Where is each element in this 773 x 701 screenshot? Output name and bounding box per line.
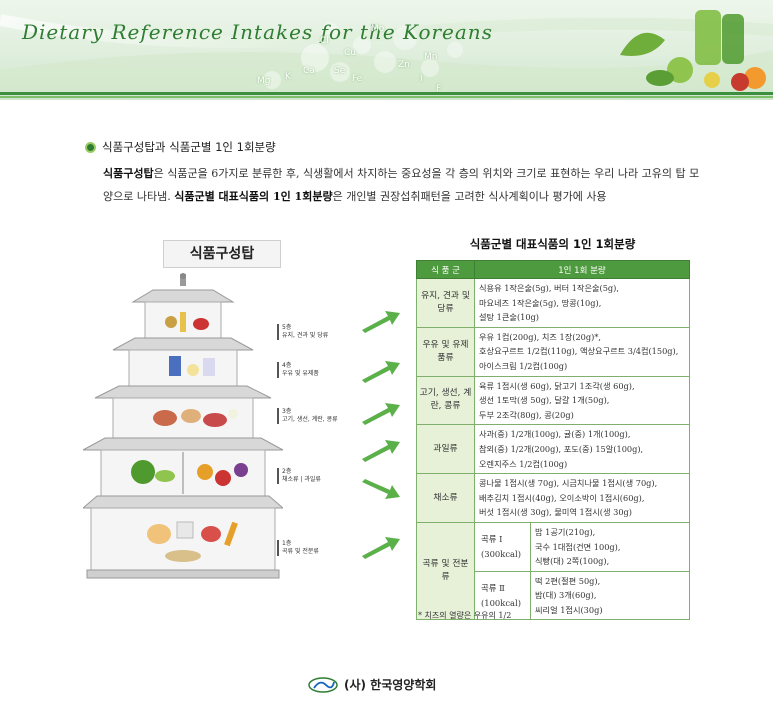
element-symbol: Ca xyxy=(303,66,315,76)
food-group-cell: 유지, 견과 및 당류 xyxy=(416,278,475,328)
footer: (사) 한국영양학회 xyxy=(308,676,436,693)
section-heading-text: 식품구성탑과 식품군별 1인 1회분량 xyxy=(102,140,276,154)
element-symbol: Cu xyxy=(344,48,356,58)
element-symbol: F xyxy=(436,84,442,94)
serving-size-table: 식 품 군 1인 1회 분량 유지, 견과 및 당류 식용유 1작은술(5g),… xyxy=(416,260,690,621)
serving-cell: 사과(중) 1/2개(100g), 귤(중) 1개(100g),참외(중) 1/… xyxy=(474,424,690,475)
arrow-icon xyxy=(362,311,400,333)
society-logo-icon xyxy=(308,676,338,693)
arrow-icon xyxy=(362,537,400,559)
arrow-icon xyxy=(362,479,400,499)
table-row: 채소류 콩나물 1접시(생 70g), 시금치나물 1접시(생 70g),배추김… xyxy=(416,473,690,523)
element-symbol: I xyxy=(420,74,423,84)
col-header-serving: 1인 1회 분량 xyxy=(474,260,690,279)
description-paragraph: 식품구성탑은 식품군을 6가지로 분류한 후, 식생활에서 차지하는 중요성을 … xyxy=(103,163,703,208)
banner-decoration xyxy=(0,10,773,92)
element-symbol: Mn xyxy=(424,52,438,62)
table-row: 유지, 견과 및 당류 식용유 1작은술(5g), 버터 1작은술(5g),마요… xyxy=(416,278,690,328)
table-row: 우유 및 유제품류 우유 1컵(200g), 치즈 1장(20g)*,호상요구르… xyxy=(416,326,690,377)
banner-divider-light xyxy=(0,96,773,98)
element-symbol: Cl xyxy=(320,36,329,46)
serving-cell: 우유 1컵(200g), 치즈 1장(20g)*,호상요구르트 1/2컵(110… xyxy=(474,326,690,377)
food-group-cell: 과일류 xyxy=(416,424,475,475)
col-header-group: 식 품 군 xyxy=(416,260,475,279)
element-symbol: Se xyxy=(334,66,346,76)
footnote: * 치즈의 열량은 우유의 1/2 xyxy=(418,611,512,620)
food-group-cell: 우유 및 유제품류 xyxy=(416,326,475,377)
element-symbol: Zn xyxy=(398,60,410,70)
table-title: 식품군별 대표식품의 1인 1회분량 xyxy=(469,237,636,251)
arrow-icon xyxy=(362,361,400,383)
pyramid-title: 식품구성탑 xyxy=(163,240,281,268)
table-row: 과일류 사과(중) 1/2개(100g), 귤(중) 1개(100g),참외(중… xyxy=(416,424,690,475)
para-text-2: 은 개인별 권장섭취패턴을 고려한 식사계획이나 평가에 사용 xyxy=(332,189,607,203)
food-group-cell: 채소류 xyxy=(416,473,475,523)
arrow-icon xyxy=(362,440,400,462)
banner-title: Dietary Reference Intakes for the Korean… xyxy=(22,20,493,44)
subgroup-cell: 곡류 Ⅱ(100kcal) xyxy=(474,570,531,621)
subgroup-cell: 곡류 Ⅰ(300kcal) xyxy=(474,521,531,572)
serving-cell: 밥 1공기(210g),국수 1대접(건면 100g),식빵(대) 2쪽(100… xyxy=(530,521,690,572)
element-symbol: Fe xyxy=(352,74,363,84)
food-pyramid-illustration xyxy=(83,273,283,579)
serving-cell: 육류 1접시(생 60g), 닭고기 1조각(생 60g),생선 1토막(생 5… xyxy=(474,375,690,426)
table-row: 고기, 생선, 계란, 콩류 육류 1접시(생 60g), 닭고기 1조각(생 … xyxy=(416,375,690,426)
element-symbol: K xyxy=(285,72,291,82)
serving-cell: 떡 2편(절편 50g),밤(대) 3개(60g),씨리얼 1접시(30g) xyxy=(530,570,690,621)
table-row: 곡류 Ⅱ(100kcal) 떡 2편(절편 50g),밤(대) 3개(60g),… xyxy=(417,570,690,621)
element-symbol: Mo xyxy=(371,24,385,34)
food-group-cell: 곡류 및 전분류 xyxy=(416,521,475,621)
serving-cell: 식용유 1작은술(5g), 버터 1작은술(5g),마요네즈 1작은술(5g),… xyxy=(474,278,690,328)
bullet-icon xyxy=(85,141,96,153)
serving-cell: 콩나물 1접시(생 70g), 시금치나물 1접시(생 70g),배추김치 1접… xyxy=(474,473,690,523)
organization-name: (사) 한국영양학회 xyxy=(344,678,437,692)
element-symbol: Mg xyxy=(257,76,271,86)
para-term-serving: 식품군별 대표식품의 1인 1회분량 xyxy=(174,189,333,203)
banner-divider xyxy=(0,92,773,95)
table-row: 곡류 및 전분류 곡류 Ⅰ(300kcal) 밥 1공기(210g),국수 1대… xyxy=(416,521,690,621)
food-group-cell: 고기, 생선, 계란, 콩류 xyxy=(416,375,475,426)
para-text-1: 은 식품군을 6가지로 분류한 후, 식생활에서 차지하는 중요성을 각 층의 … xyxy=(103,167,700,203)
arrow-icon xyxy=(362,403,400,425)
header-banner: Dietary Reference Intakes for the Korean… xyxy=(0,0,773,100)
para-term-pyramid: 식품구성탑 xyxy=(103,167,154,180)
section-heading: 식품구성탑과 식품군별 1인 1회분량 xyxy=(85,139,276,155)
